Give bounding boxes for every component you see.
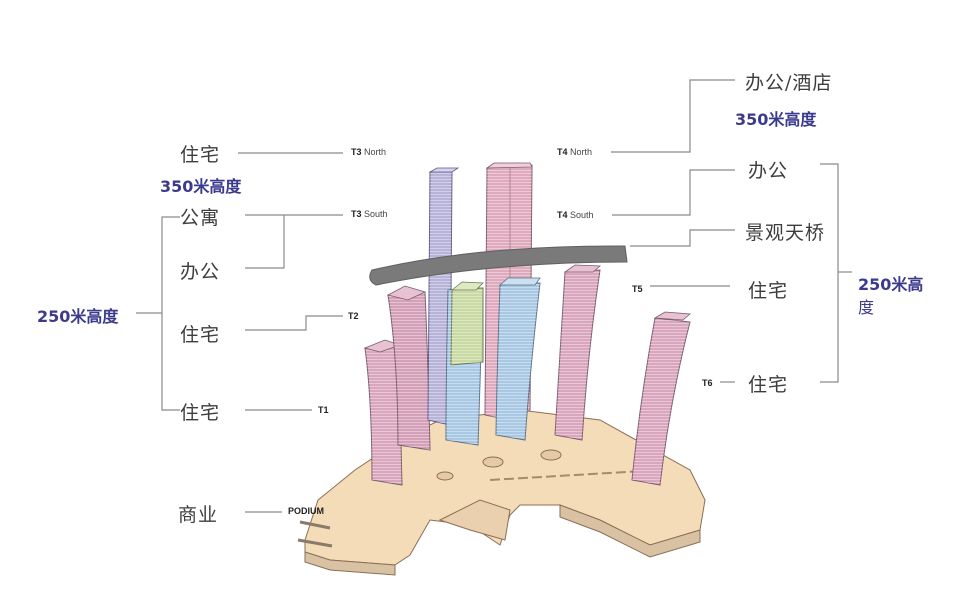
line-skybridge [630,229,735,247]
tower-t1 [363,339,403,486]
line-t2 [245,315,343,331]
label-commercial-podium: 商业 [178,504,219,526]
label-residential-t1: 住宅 [180,402,221,424]
tag-t3-south: T3 South [351,209,388,219]
tower-t5 [554,264,602,441]
tag-t5: T5 [632,284,643,294]
line-office-t3south [245,215,285,269]
label-office-t4s: 办公 [748,160,789,182]
line-t4-north [611,79,735,153]
height-250-right-line2: 度 [858,298,875,317]
tag-t3-north: T3 North [351,147,387,157]
label-office-t3s: 办公 [180,261,221,283]
tag-t4-south: T4 South [557,210,594,220]
label-residential-t3n: 住宅 [180,144,221,166]
label-office-hotel-t4n: 办公/酒店 [745,72,833,94]
tag-t2: T2 [348,311,359,321]
tag-t4-north: T4 North [557,147,593,157]
line-t4-south [612,169,735,216]
tower-t6 [631,311,691,486]
label-skybridge: 景观天桥 [745,222,826,244]
label-residential-t2: 住宅 [180,324,221,346]
right-bracket [820,163,839,383]
tag-podium: PODIUM [288,506,324,516]
tag-t6: T6 [702,378,713,388]
label-apartment-t3s: 公寓 [180,207,221,229]
label-residential-t5: 住宅 [748,280,789,302]
tower-t3-south [445,281,484,446]
skybridge [369,245,628,286]
height-250-left: 250米高度 [37,307,119,326]
height-350-right: 350米高度 [735,110,817,129]
tower-t4-south [495,277,541,441]
tower-t2 [386,285,431,451]
label-residential-t6: 住宅 [748,374,789,396]
height-350-left: 350米高度 [160,177,242,196]
tag-t1: T1 [318,405,329,415]
tower-t3-north [427,167,460,426]
height-250-right-line1: 250米高 [858,275,924,294]
